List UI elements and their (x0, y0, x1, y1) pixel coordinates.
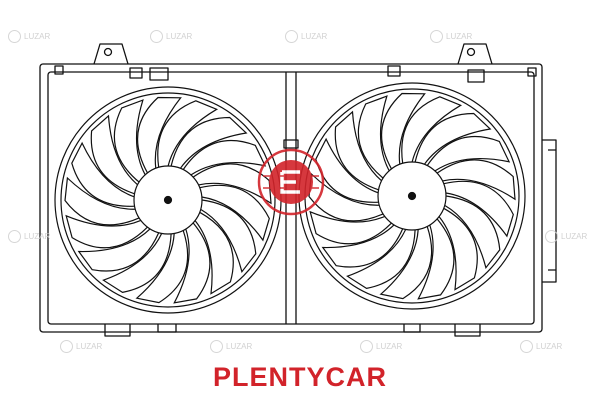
watermark-logo-icon (150, 30, 163, 43)
fan-axle (163, 195, 173, 205)
fan-blade (315, 137, 379, 203)
fan-blade (426, 135, 511, 172)
fan-blade (157, 100, 219, 168)
brand-label: PLENTYCAR (212, 362, 387, 392)
fan-blade (308, 172, 384, 222)
fan-blade (200, 199, 257, 274)
fan-blade (346, 229, 416, 290)
fan-blade (417, 218, 455, 300)
fan-blade (170, 116, 248, 169)
fan-blade (401, 96, 463, 164)
watermark: LUZAR (60, 340, 102, 353)
watermark-logo-icon (285, 30, 298, 43)
fan-blade (77, 228, 160, 272)
watermark: LUZAR (8, 30, 50, 43)
shroud-inner-frame (47, 71, 535, 325)
fan-blade (199, 184, 270, 242)
watermark: LUZAR (520, 340, 562, 353)
fan-assembly-drawing (39, 43, 557, 337)
watermark-logo-icon (210, 340, 223, 353)
watermark-logo-icon (520, 340, 533, 353)
fan-ring-inner (60, 92, 276, 308)
shroud-outer-frame (39, 63, 543, 333)
bottom-tab (104, 324, 131, 337)
fan-blade (136, 96, 182, 174)
watermark: LUZAR (8, 230, 50, 243)
fan-blade (436, 159, 516, 201)
fan-blade (380, 92, 426, 170)
fan-blade (182, 139, 267, 176)
fan-blade (64, 176, 140, 226)
fan-blade (438, 207, 478, 291)
fan-blade (379, 226, 433, 300)
fan-blade (135, 230, 189, 304)
fan-blade (309, 210, 392, 245)
fan-blade (90, 114, 138, 195)
fan-blade (102, 233, 172, 294)
fan-blade (321, 224, 404, 268)
watermark-logo-icon (360, 340, 373, 353)
fan-blade (194, 211, 234, 295)
watermark: LUZAR (545, 230, 587, 243)
watermark-logo-icon (8, 30, 21, 43)
right-fan (298, 82, 526, 310)
fan-blade (444, 195, 501, 270)
fan-blade (71, 141, 135, 207)
fan-blade (173, 222, 211, 304)
fan-blade (414, 112, 492, 165)
watermark-logo-icon (545, 230, 558, 243)
fan-blade (443, 180, 514, 238)
seal-stamp (257, 148, 325, 216)
mount-tab-right (457, 43, 493, 65)
watermark-logo-icon (430, 30, 443, 43)
fan-blade (65, 214, 148, 249)
clip (54, 65, 64, 75)
watermark: LUZAR (430, 30, 472, 43)
fan-blade (113, 99, 146, 183)
fan-blade (334, 110, 382, 191)
mount-tab-left (93, 43, 129, 65)
watermark: LUZAR (360, 340, 402, 353)
watermark-logo-icon (8, 230, 21, 243)
watermark: LUZAR (210, 340, 252, 353)
watermark: LUZAR (285, 30, 327, 43)
fan-blade (357, 95, 390, 179)
fan-axle (407, 191, 417, 201)
side-bracket (542, 139, 557, 283)
watermark: LUZAR (150, 30, 192, 43)
watermark-logo-icon (60, 340, 73, 353)
left-fan (54, 86, 282, 314)
